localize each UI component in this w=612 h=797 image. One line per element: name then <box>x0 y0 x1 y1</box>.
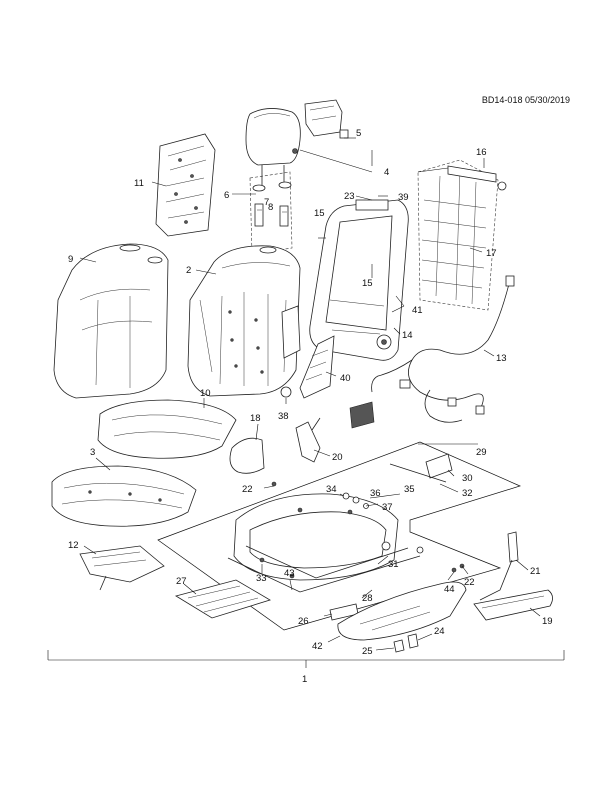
callout-41: 41 <box>412 305 423 316</box>
assembly-bracket <box>47 650 565 668</box>
callout-36: 36 <box>370 488 381 499</box>
headrest-guides <box>249 171 293 255</box>
callout-10: 10 <box>200 388 211 399</box>
callout-20: 20 <box>332 452 343 463</box>
callout-labels: 1 2 3 4 5 6 7 8 9 10 11 12 13 14 15 15 1… <box>68 128 553 685</box>
callout-4: 4 <box>384 167 389 178</box>
callout-34: 34 <box>326 484 337 495</box>
callout-32: 32 <box>462 488 473 499</box>
callout-23: 23 <box>344 191 355 202</box>
callout-13: 13 <box>496 353 507 364</box>
back-panel <box>155 133 216 237</box>
seat-frame-box <box>157 441 521 631</box>
side-panel <box>299 335 335 399</box>
callout-8: 8 <box>268 202 273 213</box>
callout-39: 39 <box>398 192 409 203</box>
belt-buckle <box>479 531 519 601</box>
harness-connector <box>349 401 375 429</box>
seatback-pad <box>187 245 301 397</box>
callout-9: 9 <box>68 254 73 265</box>
callout-18: 18 <box>250 413 261 424</box>
seatback-cover <box>53 243 169 399</box>
callout-24: 24 <box>434 626 445 637</box>
callout-35: 35 <box>404 484 415 495</box>
callout-15a: 15 <box>314 208 325 219</box>
seat-cushion-cover <box>97 399 237 459</box>
callout-21: 21 <box>530 566 541 577</box>
callout-5: 5 <box>356 128 361 139</box>
wiring-harness <box>371 275 515 423</box>
callout-3: 3 <box>90 447 95 458</box>
callout-43: 43 <box>284 568 295 579</box>
side-shield <box>337 581 467 641</box>
callout-16: 16 <box>476 147 487 158</box>
recliner-handle <box>295 417 321 463</box>
callout-33: 33 <box>256 573 267 584</box>
callout-2: 2 <box>186 265 191 276</box>
callout-14: 14 <box>402 330 413 341</box>
callout-11: 11 <box>134 178 144 189</box>
hook <box>280 386 292 398</box>
outer-trim <box>473 589 553 621</box>
callout-25: 25 <box>362 646 373 657</box>
callout-28: 28 <box>362 593 373 604</box>
adjust-knobs <box>393 633 419 653</box>
seat-motor <box>389 453 453 483</box>
seat-cushion-pad <box>51 465 197 527</box>
callout-6: 6 <box>224 190 229 201</box>
callout-27: 27 <box>176 576 187 587</box>
callout-40: 40 <box>340 373 351 384</box>
callout-7: 7 <box>264 197 269 208</box>
leader-lines <box>79 137 541 651</box>
document-code: BD14-018 05/30/2019 <box>481 95 570 105</box>
headrest-module <box>304 99 349 139</box>
callout-38: 38 <box>278 411 289 422</box>
callout-15b: 15 <box>362 278 373 289</box>
callout-42: 42 <box>312 641 323 652</box>
callout-22b: 22 <box>464 577 475 588</box>
trim-panel <box>229 437 265 474</box>
lumbar-support <box>417 159 507 311</box>
track-base <box>174 579 271 619</box>
callout-19: 19 <box>542 616 553 627</box>
heater-mat <box>79 545 165 591</box>
callout-44: 44 <box>444 584 455 595</box>
seat-frame <box>227 493 424 593</box>
callout-17: 17 <box>486 248 497 259</box>
callout-31: 31 <box>388 559 399 570</box>
seatback-frame <box>309 199 409 361</box>
callout-30: 30 <box>462 473 473 484</box>
callout-22a: 22 <box>242 484 253 495</box>
callout-1: 1 <box>302 674 307 685</box>
callout-29: 29 <box>476 447 487 458</box>
callout-12: 12 <box>68 540 79 551</box>
headrest <box>245 108 301 185</box>
callout-26: 26 <box>298 616 309 627</box>
callout-37: 37 <box>382 502 393 513</box>
